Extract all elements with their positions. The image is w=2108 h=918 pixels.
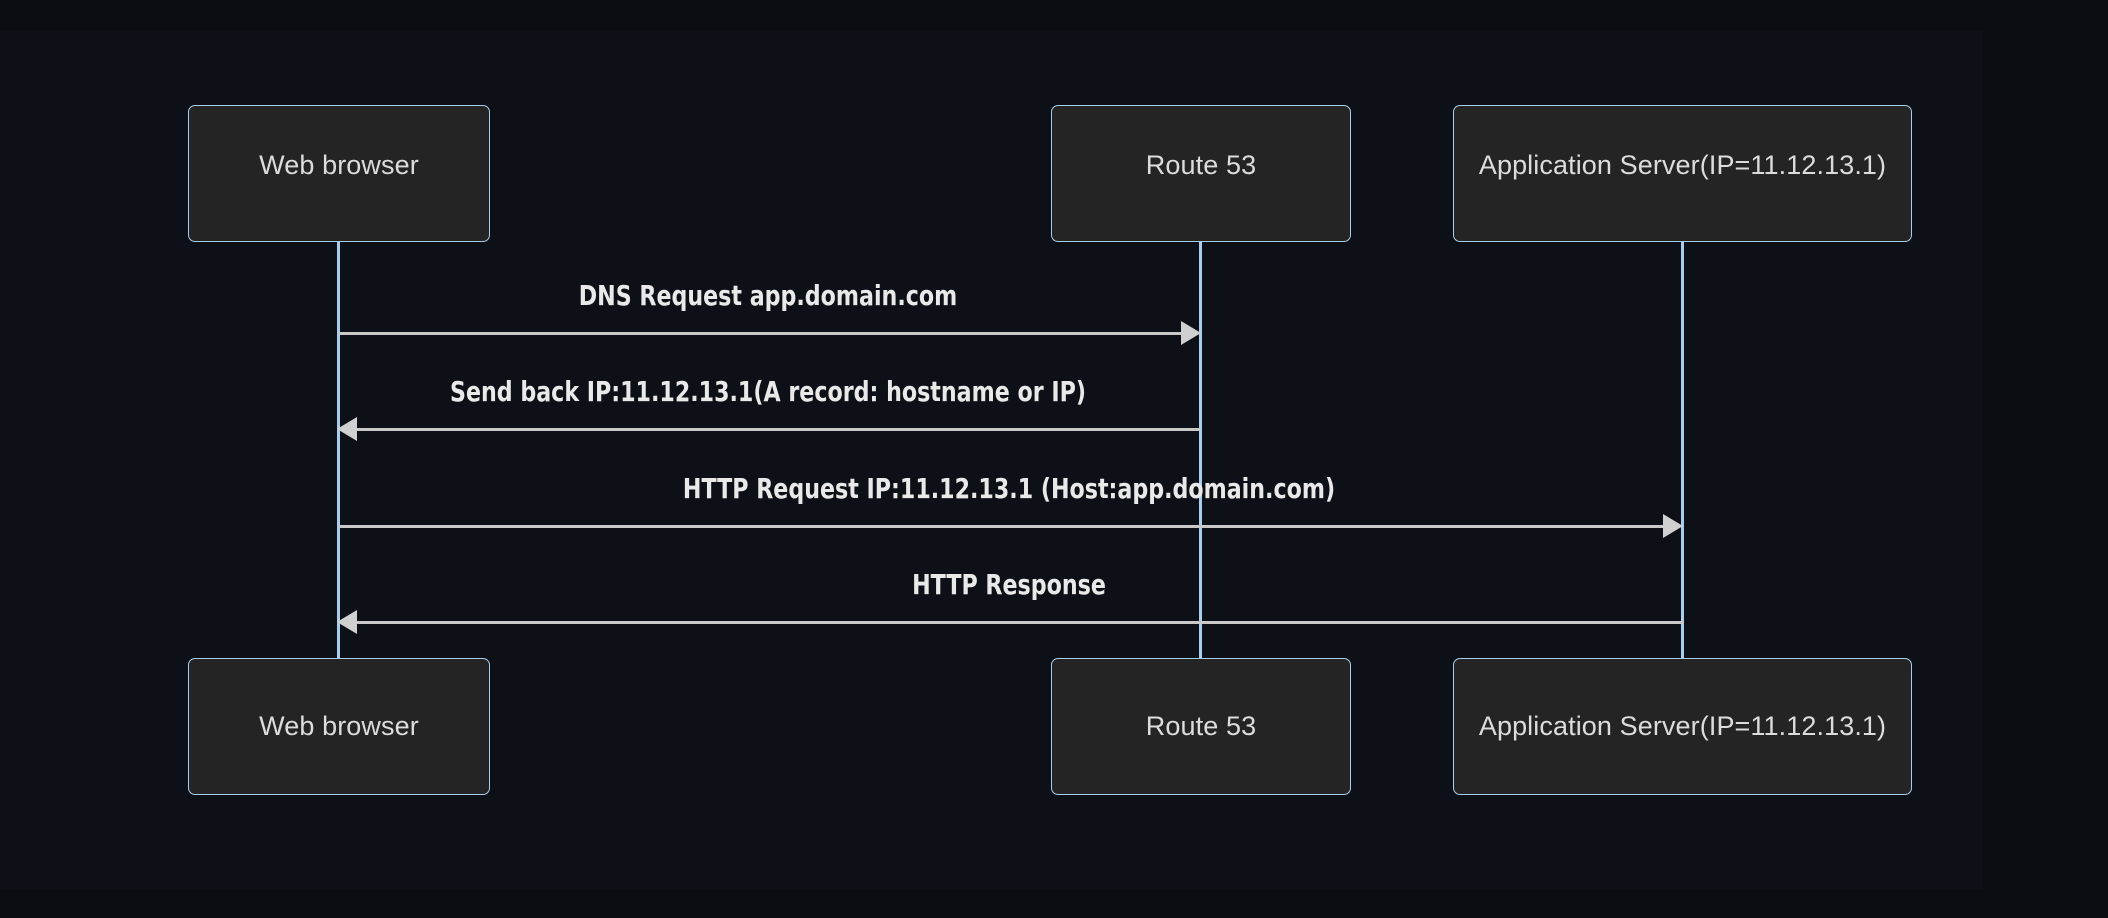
message-line-4 — [357, 621, 1684, 624]
message-line-1 — [339, 332, 1182, 335]
participant-appserver-top[interactable]: Application Server(IP=11.12.13.1) — [1453, 105, 1912, 242]
message-label-2: Send back IP:11.12.13.1(A record: hostna… — [449, 375, 1086, 408]
participant-route53-bottom[interactable]: Route 53 — [1051, 658, 1351, 795]
participant-browser-top[interactable]: Web browser — [188, 105, 490, 242]
participant-label: Web browser — [259, 711, 419, 741]
message-label-3: HTTP Request IP:11.12.13.1 (Host:app.dom… — [682, 472, 1336, 505]
arrowhead-right-icon — [1663, 514, 1683, 538]
lifeline-appserver — [1681, 242, 1684, 658]
message-line-3 — [339, 525, 1664, 528]
message-label-4: HTTP Response — [912, 568, 1106, 601]
participant-appserver-bottom[interactable]: Application Server(IP=11.12.13.1) — [1453, 658, 1912, 795]
lifeline-route53 — [1199, 242, 1202, 658]
participant-label: Route 53 — [1145, 150, 1257, 180]
participant-browser-bottom[interactable]: Web browser — [188, 658, 490, 795]
message-line-2 — [357, 428, 1200, 431]
message-label-1: DNS Request app.domain.com — [578, 279, 958, 312]
participant-label: Web browser — [259, 150, 419, 180]
participant-label: Route 53 — [1145, 711, 1257, 741]
arrowhead-left-icon — [337, 610, 357, 634]
participant-label: Application Server(IP=11.12.13.1) — [1478, 150, 1887, 180]
arrowhead-right-icon — [1181, 321, 1201, 345]
participant-route53-top[interactable]: Route 53 — [1051, 105, 1351, 242]
participant-label: Application Server(IP=11.12.13.1) — [1478, 711, 1887, 741]
lifeline-browser — [337, 242, 340, 658]
arrowhead-left-icon — [337, 417, 357, 441]
